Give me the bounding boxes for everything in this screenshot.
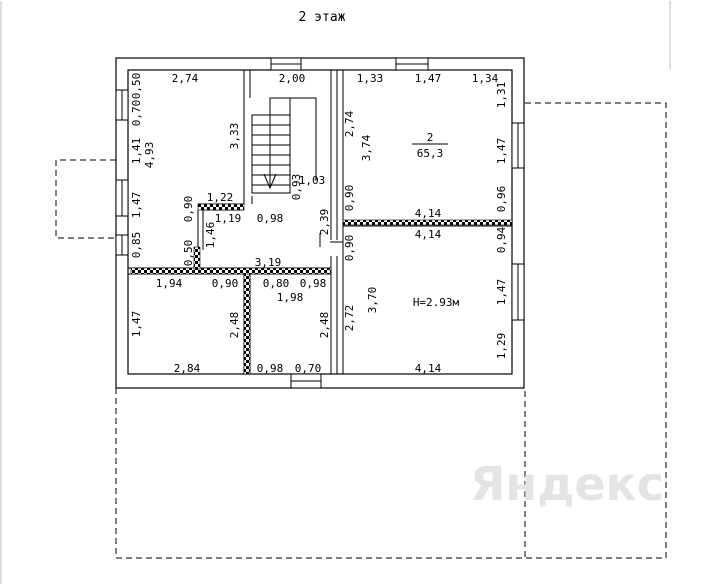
watermark: Яндекс	[470, 457, 664, 511]
dim-label: 0,93	[290, 174, 303, 201]
dim-label: 1,41	[130, 138, 143, 165]
staircase	[251, 97, 317, 194]
dim-label: 1,33	[357, 72, 384, 85]
dim-label: 0,98	[257, 212, 284, 225]
dim-label: 0,94	[495, 226, 508, 253]
dim-label: 0,85	[130, 232, 143, 259]
horizontal-dimensions: 2,74 2,00 1,33 1,47 1,34 1,03 4,14 4,14 …	[156, 72, 499, 375]
dim-label: 2,72	[343, 305, 356, 332]
dim-label: 0,50	[130, 73, 143, 100]
dim-label: 0,50	[182, 240, 195, 267]
dim-label: 1,47	[130, 192, 143, 219]
dim-label: 3,74	[360, 134, 373, 161]
dim-label: 2,74	[172, 72, 199, 85]
dim-label: 2,48	[318, 312, 331, 339]
dim-label: 4,14	[415, 362, 442, 375]
dim-label: 4,93	[143, 142, 156, 169]
dim-label: 0,98	[300, 277, 327, 290]
dim-label: 2,74	[343, 110, 356, 137]
dim-label: 1,47	[495, 279, 508, 306]
vertical-dimensions: 0,50 0,70 1,41 4,93 1,47 0,85 1,47 3,33 …	[130, 73, 508, 360]
dim-label: 2,84	[174, 362, 201, 375]
windows	[115, 57, 525, 389]
dashed-outline	[55, 102, 667, 559]
dim-label: 1,31	[495, 82, 508, 109]
window-top-left	[270, 57, 302, 71]
dim-label: 1,46	[204, 222, 217, 249]
dim-label: 2,39	[318, 209, 331, 236]
dim-label: 0,90	[343, 185, 356, 212]
dim-label: 4,14	[415, 228, 442, 241]
dim-label: 1,47	[130, 311, 143, 338]
dim-label: 1,34	[472, 72, 499, 85]
dim-label: 1,22	[207, 191, 234, 204]
dim-label: 4,14	[415, 207, 442, 220]
dim-label: 3,19	[255, 256, 282, 269]
dim-label: 1,47	[495, 138, 508, 165]
floor-title: 2 этаж	[299, 10, 346, 25]
dim-label: 1,03	[299, 174, 326, 187]
dim-label: 1,47	[415, 72, 442, 85]
dim-label: 0,70	[130, 100, 143, 127]
window-top-right	[395, 57, 429, 71]
room-area: 65,3	[417, 147, 444, 160]
dim-label: 1,19	[215, 212, 242, 225]
page-frame	[0, 1, 671, 584]
dim-label: 3,33	[228, 123, 241, 150]
dim-label: 0,90	[212, 277, 239, 290]
dim-label: 0,70	[295, 362, 322, 375]
dim-label: 0,96	[495, 186, 508, 213]
dim-label: 2,00	[279, 72, 306, 85]
dim-label: 1,94	[156, 277, 183, 290]
hatched-walls	[130, 203, 513, 375]
window-left-bottom	[115, 234, 129, 256]
window-left-lower	[115, 179, 129, 217]
dim-label: 1,98	[277, 291, 304, 304]
dim-label: 0,80	[263, 277, 290, 290]
window-bottom	[290, 373, 322, 389]
ceiling-height: H=2.93м	[413, 296, 460, 309]
dim-label: 1,29	[495, 333, 508, 360]
window-right-upper	[511, 122, 525, 169]
dim-label: 3,70	[366, 287, 379, 314]
window-left-upper	[115, 89, 129, 121]
dim-label: 2,48	[228, 312, 241, 339]
dim-label: 0,90	[343, 235, 356, 262]
dim-label: 0,98	[257, 362, 284, 375]
room-number: 2	[427, 131, 434, 144]
dim-label: 0,90	[182, 196, 195, 223]
window-right-lower	[511, 263, 525, 321]
